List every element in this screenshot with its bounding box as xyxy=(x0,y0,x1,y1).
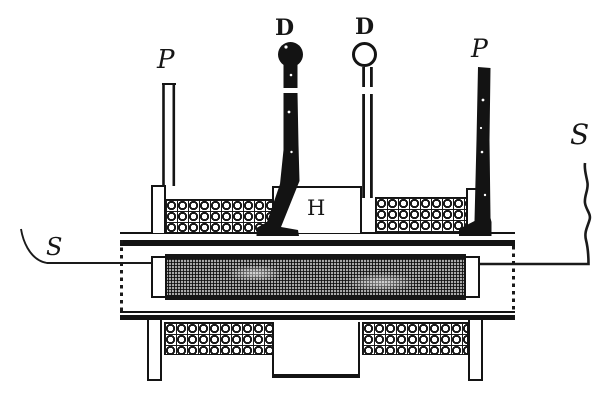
right-s-wire xyxy=(480,162,592,266)
left-d-ball-icon xyxy=(278,42,303,67)
right-p-electrode xyxy=(459,67,492,236)
label-p-right: P xyxy=(471,34,488,63)
upper-left-coil-winding xyxy=(165,199,273,233)
core-end-cap-right xyxy=(464,256,480,298)
label-h-center: H xyxy=(307,196,326,220)
core-end-cap-left xyxy=(151,256,167,298)
iron-core xyxy=(165,254,466,300)
left-p-tube xyxy=(162,83,176,186)
bottom-right-leg xyxy=(468,320,483,381)
bottom-left-leg xyxy=(147,320,162,381)
bottom-plate xyxy=(120,311,515,320)
bottom-center-block xyxy=(272,322,360,378)
lower-left-coil-winding xyxy=(164,322,273,355)
label-s-left: S xyxy=(46,233,63,261)
label-s-right: S xyxy=(570,118,590,151)
top-plate xyxy=(120,232,515,246)
right-d-ball-icon xyxy=(352,42,377,67)
label-p-left: P xyxy=(157,45,175,75)
left-s-wire xyxy=(20,228,152,264)
dashed-section-line-right xyxy=(512,246,515,312)
label-d-left: D xyxy=(275,15,295,41)
right-d-tube xyxy=(352,42,377,198)
left-d-electrode xyxy=(256,42,303,236)
label-d-right: D xyxy=(355,14,375,40)
lower-right-coil-winding xyxy=(362,322,468,355)
dashed-section-line-left xyxy=(120,240,123,312)
